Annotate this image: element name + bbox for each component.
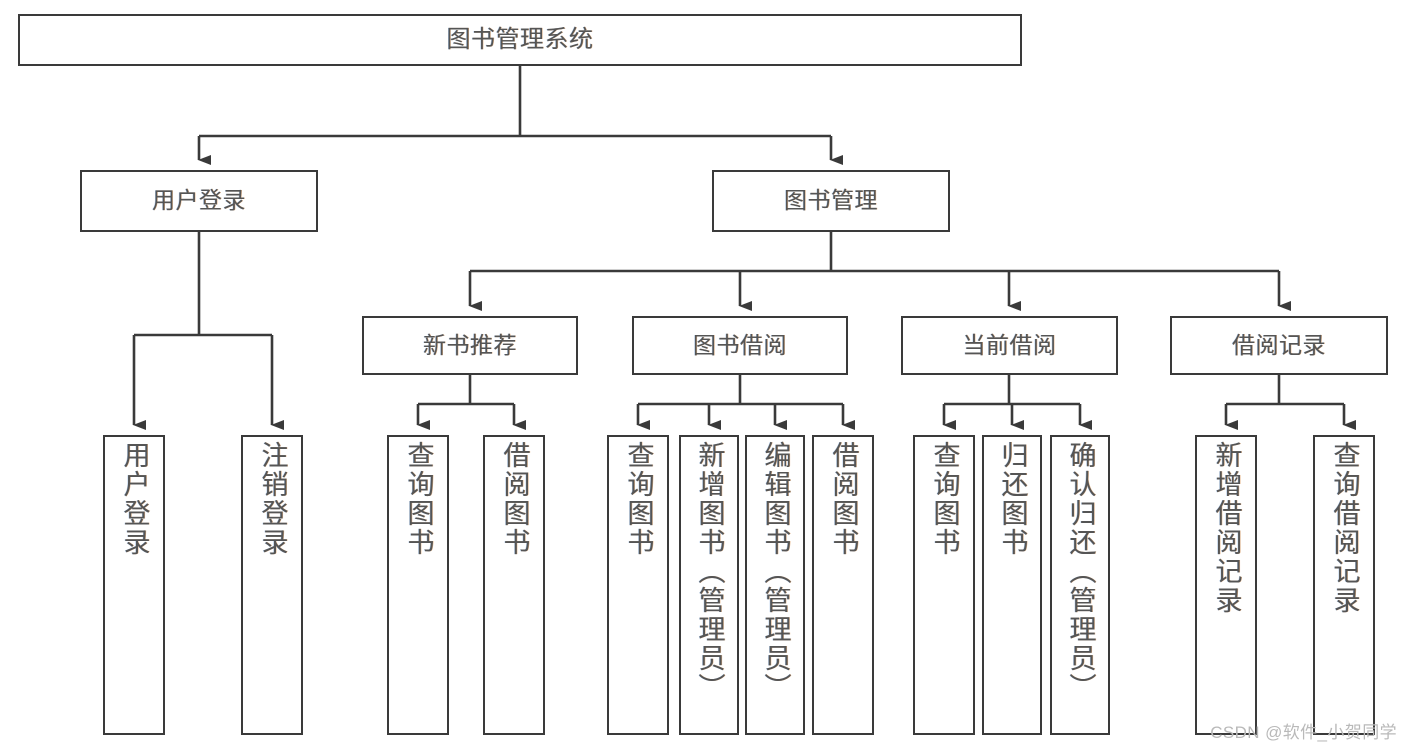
node-label: 查询图书 [403,441,434,557]
node-label: 编辑图书（管理员） [760,441,791,702]
node-leaf-add-borrow-record[interactable]: 新增借阅记录 [1195,435,1257,735]
node-label: 新增借阅记录 [1211,441,1242,615]
node-current-borrow[interactable]: 当前借阅 [901,316,1118,375]
node-label: 新增图书（管理员） [694,441,725,702]
node-label: 当前借阅 [962,331,1057,358]
node-label: 用户登录 [152,187,246,214]
node-borrow-record[interactable]: 借阅记录 [1170,316,1388,375]
node-user-login[interactable]: 用户登录 [80,170,318,232]
node-label: 查询借阅记录 [1329,441,1360,615]
node-leaf-query-book-current[interactable]: 查询图书 [913,435,975,735]
node-label: 借阅图书 [499,441,530,557]
node-leaf-confirm-return-admin[interactable]: 确认归还（管理员） [1050,435,1110,735]
node-book-borrow[interactable]: 图书借阅 [632,316,848,375]
node-new-book-recommend[interactable]: 新书推荐 [362,316,578,375]
node-leaf-return-book[interactable]: 归还图书 [982,435,1042,735]
node-label: 用户登录 [119,441,150,557]
node-label: 查询图书 [623,441,654,557]
node-leaf-query-borrow-record[interactable]: 查询借阅记录 [1313,435,1375,735]
node-label: 借阅记录 [1232,331,1326,358]
node-leaf-query-book-borrow[interactable]: 查询图书 [607,435,669,735]
node-root-system[interactable]: 图书管理系统 [18,14,1022,66]
node-label: 图书管理 [784,187,878,214]
csdn-watermark: CSDN @软件_小贺同学 [1210,723,1397,742]
node-label: 新书推荐 [423,331,517,358]
node-label: 图书借阅 [693,331,787,358]
node-leaf-borrow-book-recommend[interactable]: 借阅图书 [483,435,545,735]
node-leaf-user-logout[interactable]: 注销登录 [241,435,303,735]
node-book-manage[interactable]: 图书管理 [712,170,950,232]
node-leaf-borrow-book-borrow[interactable]: 借阅图书 [812,435,874,735]
node-label: 借阅图书 [828,441,859,557]
node-leaf-user-login[interactable]: 用户登录 [103,435,165,735]
node-leaf-add-book-admin[interactable]: 新增图书（管理员） [679,435,739,735]
node-label: 查询图书 [929,441,960,557]
node-leaf-query-book-recommend[interactable]: 查询图书 [387,435,449,735]
node-label: 确认归还（管理员） [1065,441,1096,702]
node-label: 图书管理系统 [446,25,594,53]
node-label: 注销登录 [257,441,288,557]
node-label: 归还图书 [997,441,1028,557]
node-leaf-edit-book-admin[interactable]: 编辑图书（管理员） [745,435,805,735]
